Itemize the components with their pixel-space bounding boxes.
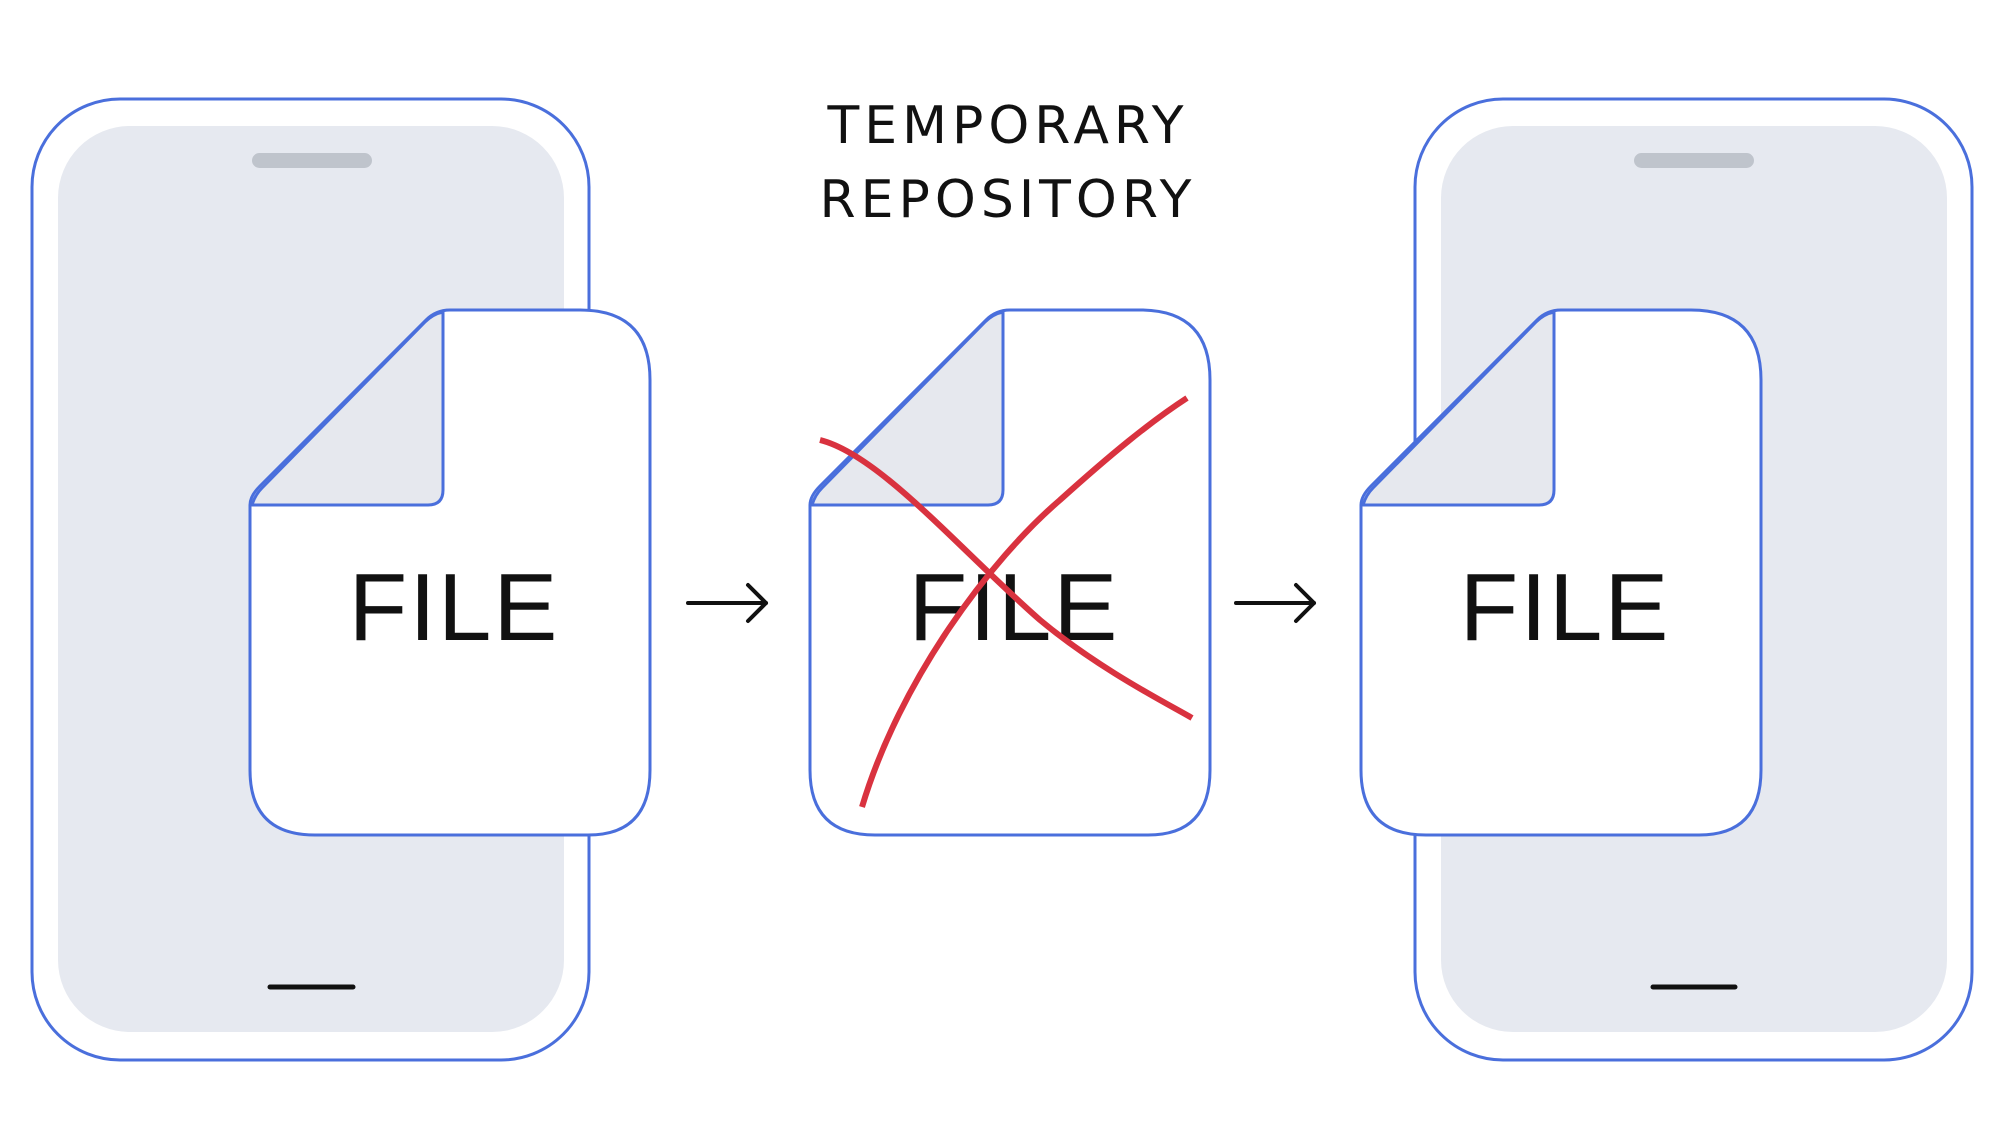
title-line-2: REPOSITORY xyxy=(820,170,1197,230)
source-phone-speaker xyxy=(252,153,372,168)
target-file-label: FILE xyxy=(1460,554,1671,661)
repository-file-label: FILE xyxy=(909,554,1120,661)
arrow-right-icon xyxy=(1234,583,1316,623)
title-line-1: TEMPORARY xyxy=(827,96,1189,156)
source-file-icon: FILE xyxy=(248,308,652,837)
diagram-title: TEMPORARY REPOSITORY xyxy=(820,96,1197,230)
arrow-right-icon xyxy=(686,583,768,623)
cross-stroke-1 xyxy=(819,437,1194,721)
cross-stroke-2 xyxy=(859,395,1189,808)
repository-file-fold xyxy=(810,310,1005,507)
source-file-label: FILE xyxy=(349,554,560,661)
target-phone-speaker xyxy=(1634,153,1754,168)
repository-file-icon: FILE xyxy=(808,308,1212,837)
target-file-fold xyxy=(1361,310,1556,507)
cross-mark-icon xyxy=(819,395,1194,808)
source-file-fold xyxy=(250,310,445,507)
target-file-icon: FILE xyxy=(1359,308,1763,837)
